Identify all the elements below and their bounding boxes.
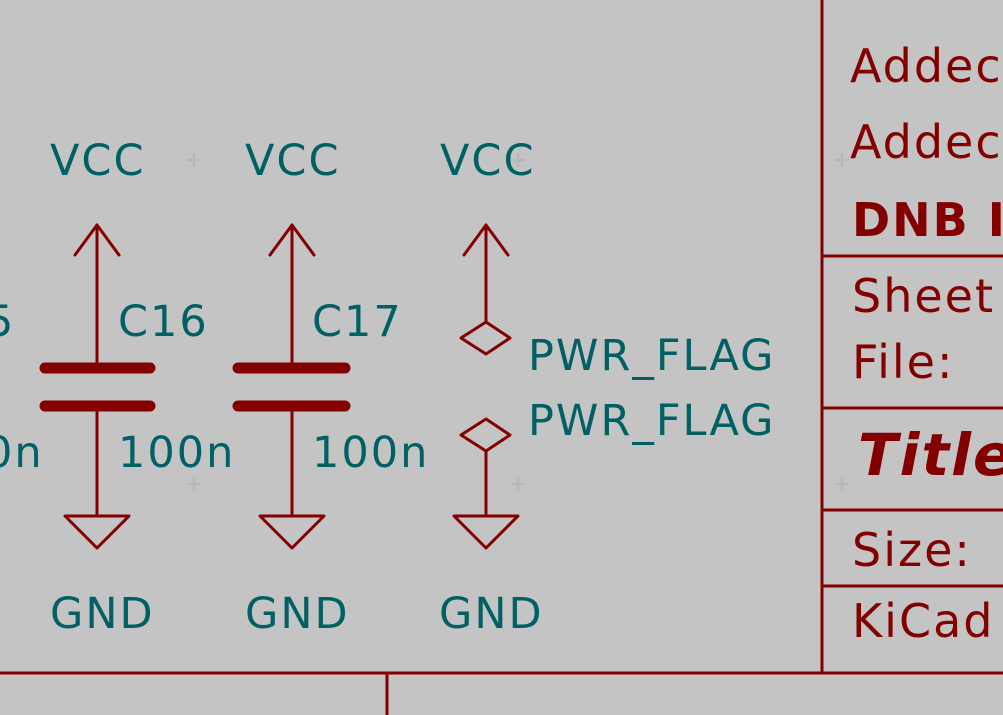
vcc-label: VCC: [245, 136, 340, 186]
title-block-kicad: KiCad: [852, 594, 994, 648]
pwr-flag-gnd[interactable]: [452, 417, 520, 550]
title-block-comment: Addec: [850, 39, 1003, 93]
component-ref: C17: [312, 297, 403, 347]
pwr-flag-label: PWR_FLAG: [528, 396, 775, 446]
pwr-flag-diamond-icon: [459, 417, 512, 453]
anchor-cross-icon: [835, 153, 849, 167]
gnd-symbol-icon: [63, 514, 131, 550]
anchor-cross-icon: [187, 153, 201, 167]
title-block-company: DNB I: [852, 193, 1003, 247]
anchor-crosses: [187, 153, 849, 491]
vcc-label: VCC: [50, 136, 145, 186]
grid: [0, 5, 1003, 689]
title-block: Addec Addec DNB I Sheet File: Title Size…: [850, 39, 1003, 648]
gnd-label: GND: [50, 589, 155, 639]
component-ref: C16: [118, 297, 209, 347]
component-value: 100n: [118, 428, 235, 478]
grid-points: [0, 5, 1003, 689]
anchor-cross-icon: [835, 477, 849, 491]
component-value: 0n: [0, 428, 44, 478]
pwr-flag-vcc[interactable]: [459, 223, 512, 356]
capacitor-c15[interactable]: [39, 223, 156, 550]
gnd-symbol-icon: [452, 514, 520, 550]
gnd-symbol-icon: [258, 514, 326, 550]
title-block-sheet: Sheet: [852, 269, 995, 323]
component-value: 100n: [312, 428, 429, 478]
pwr-flag-label: PWR_FLAG: [528, 331, 775, 381]
title-block-title: Title: [858, 421, 1003, 489]
anchor-cross-icon: [511, 153, 525, 167]
component-ref: 5: [0, 297, 15, 347]
gnd-label: GND: [245, 589, 350, 639]
title-block-size: Size:: [852, 523, 972, 577]
title-block-comment: Addec: [850, 115, 1003, 169]
anchor-cross-icon: [187, 477, 201, 491]
pwr-flag-diamond-icon: [459, 320, 512, 356]
anchor-cross-icon: [511, 477, 525, 491]
gnd-label: GND: [439, 589, 544, 639]
capacitor-c16[interactable]: [232, 223, 351, 550]
title-block-file: File:: [852, 335, 954, 389]
